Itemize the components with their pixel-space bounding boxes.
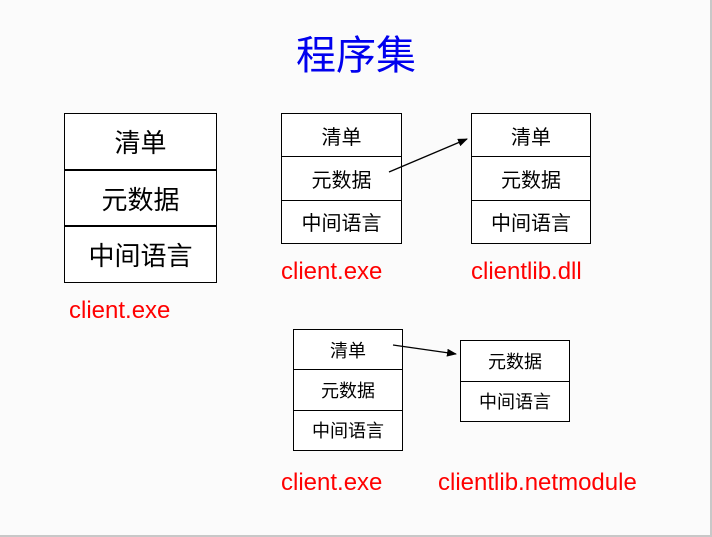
clientlib-dll-assembly: 清单 元数据 中间语言 bbox=[471, 113, 591, 244]
slide-title: 程序集 bbox=[296, 33, 416, 79]
metadata-section: 元数据 bbox=[472, 156, 590, 199]
manifest-section: 清单 bbox=[511, 124, 551, 149]
clientlib-netmodule: 元数据 中间语言 bbox=[460, 340, 570, 422]
client-exe-assembly: 清单 元数据 中间语言 bbox=[281, 113, 402, 244]
il-section: 中间语言 bbox=[461, 380, 569, 422]
single-file-assembly: 清单 元数据 中间语言 bbox=[64, 113, 217, 283]
client-exe-assembly: 清单 元数据 中间语言 bbox=[293, 329, 403, 451]
metadata-section: 元数据 bbox=[294, 369, 402, 409]
metadata-section: 元数据 bbox=[65, 168, 216, 226]
file-label-client-exe: client.exe bbox=[281, 258, 383, 285]
il-section: 中间语言 bbox=[65, 225, 216, 282]
file-label-clientlib-netmodule: clientlib.netmodule bbox=[438, 469, 637, 496]
file-label-client-exe: client.exe bbox=[69, 297, 171, 324]
manifest-section: 清单 bbox=[330, 340, 366, 362]
manifest-section: 清单 bbox=[321, 124, 362, 149]
metadata-section: 元数据 bbox=[282, 156, 401, 199]
file-label-client-exe: client.exe bbox=[281, 469, 383, 496]
manifest-section: 清单 bbox=[114, 128, 167, 159]
il-section: 中间语言 bbox=[294, 409, 402, 450]
il-section: 中间语言 bbox=[472, 199, 590, 243]
metadata-section: 元数据 bbox=[488, 351, 542, 373]
il-section: 中间语言 bbox=[282, 199, 401, 243]
file-label-clientlib-dll: clientlib.dll bbox=[471, 258, 582, 285]
